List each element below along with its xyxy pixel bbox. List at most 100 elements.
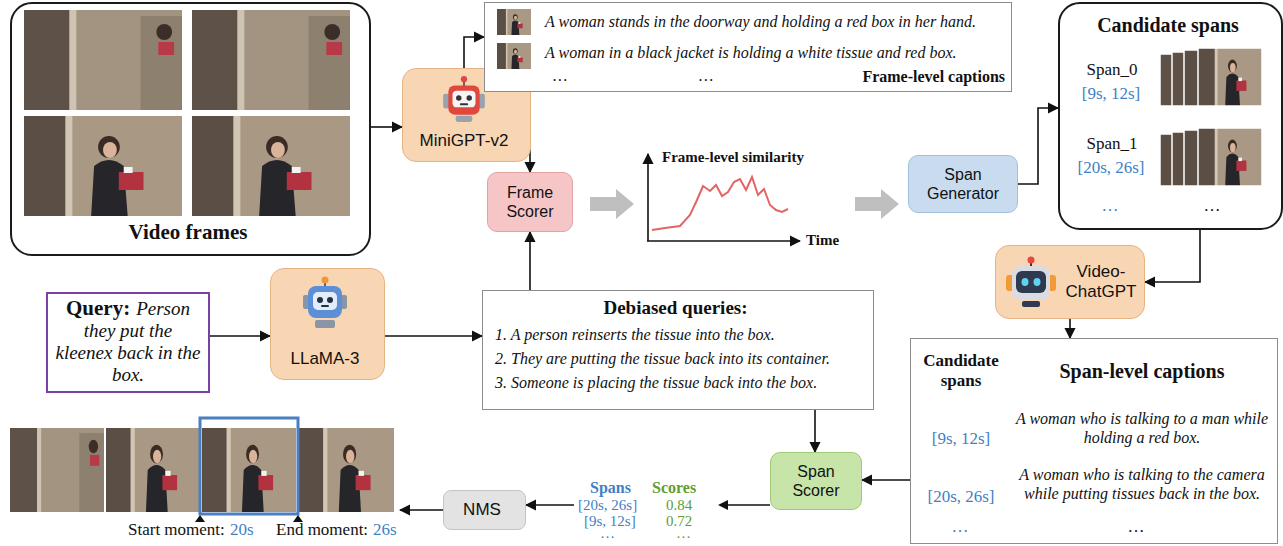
node-text: Span-level captions: [1011, 359, 1273, 383]
robot-icon-part: [1028, 257, 1035, 264]
robot-icon-part: [448, 85, 479, 114]
robot-icon-part: [460, 103, 468, 105]
node-text: MiniGPT-v2: [403, 131, 525, 151]
moment-label: End moment:: [276, 520, 368, 540]
node-text: [20s, 26s]: [1060, 158, 1162, 178]
caption-thumbnails-part: [497, 9, 531, 35]
score-value: …: [676, 524, 691, 542]
node-text: Candidate spans: [915, 351, 1007, 392]
moment-value: 20s: [230, 520, 254, 540]
node-text: A woman who is talking to a man while ho…: [1013, 409, 1271, 447]
node-text: 2. They are putting the tissue back into…: [495, 349, 863, 368]
flow-arrow-part: [590, 189, 634, 219]
process-box: Frame Scorer: [487, 172, 573, 232]
video-frames-picture: [22, 10, 356, 218]
robot-icon-part: [453, 91, 476, 108]
arrow-connector: [371, 126, 402, 128]
arrow-connector: [814, 410, 816, 452]
query-panel: Debiased queries:1. A person reinserts t…: [482, 290, 874, 410]
result-strip-part: [106, 428, 200, 512]
node-text: …: [1090, 196, 1130, 216]
model-box: LLaMA-3: [270, 268, 385, 380]
node-text: Span_1: [1068, 134, 1156, 154]
span-frame-stacks: [1160, 48, 1276, 198]
arrow-head-part: [718, 500, 728, 510]
node-text: Span Scorer: [776, 462, 856, 500]
column-header: Scores: [652, 478, 696, 497]
span-frame-stacks-part: [1160, 48, 1262, 106]
span-value: …: [600, 524, 615, 542]
robot-icon-part: [1022, 278, 1029, 286]
model-box: Video-ChatGPT: [995, 245, 1145, 319]
score-value: 0.84: [666, 496, 692, 514]
result-strip-part: [298, 428, 394, 512]
node-text: A woman who is talking to the camera whi…: [1013, 465, 1271, 503]
robot-icon: [300, 275, 350, 329]
robot-icon-part: [313, 292, 337, 310]
result-strip-part: [202, 428, 296, 512]
similarity-chart: [647, 154, 800, 241]
arrow-connector: [1018, 108, 1058, 184]
node-text: …: [935, 517, 985, 537]
node-text: Frame Scorer: [493, 183, 567, 221]
caption-panel: Candidate spansSpan-level captions [9s, 1…: [910, 338, 1278, 544]
caption-thumbnails-part: [497, 43, 531, 69]
result-strip: [10, 418, 443, 522]
robot-icon-part: [1012, 266, 1050, 300]
video-frames-picture-part: [24, 10, 182, 110]
node-text: …: [699, 66, 729, 85]
node-text: A woman stands in the doorway and holdin…: [545, 12, 1007, 31]
node-text: …: [1192, 196, 1232, 216]
robot-icon: [441, 75, 487, 123]
node-text: …: [553, 66, 583, 85]
moment-label: Start moment:: [128, 520, 225, 540]
robot-icon-part: [1016, 271, 1046, 293]
span-frame-stacks-part: [1160, 128, 1262, 186]
robot-icon-part: [456, 95, 461, 100]
axis-label: Frame-level similarity: [662, 148, 804, 166]
caption-thumbnails: [497, 9, 533, 73]
node-text: [20s, 26s]: [915, 487, 1007, 507]
node-text: Span Generator: [914, 165, 1012, 203]
arrow-connector: [385, 335, 482, 337]
robot-icon-part: [327, 297, 333, 303]
node-text: [9s, 12s]: [1060, 84, 1162, 104]
caption-panel: A woman stands in the doorway and holdin…: [484, 2, 1012, 92]
flow-arrow-part: [855, 189, 899, 219]
robot-icon-part: [1022, 301, 1040, 307]
video-frames-picture-part: [192, 10, 350, 110]
span-value: [20s, 26s]: [578, 496, 637, 514]
node-text: Debiased queries:: [483, 297, 868, 320]
robot-icon-part: [1034, 278, 1041, 286]
process-box: Span Scorer: [770, 452, 862, 510]
robot-icon-part: [317, 297, 323, 303]
flow-arrow: [590, 189, 899, 219]
arrow-connector: [210, 335, 270, 337]
robot-icon-part: [467, 95, 472, 100]
similarity-chart-part: [647, 154, 649, 241]
text-block: Query:Person they put the kleenex back i…: [54, 296, 202, 386]
span-panel: Candidate spansSpan_0[9s, 12s]Span_1[20s…: [1058, 2, 1283, 230]
node-text: Frame-level captions: [815, 67, 1005, 86]
node-text: …: [1111, 517, 1161, 537]
node-text: Video-ChatGPT: [1062, 262, 1140, 303]
similarity-chart-part: [647, 240, 800, 242]
similarity-chart-part: [652, 177, 788, 230]
node-text: 3. Someone is placing the tissue back in…: [495, 373, 863, 392]
result-strip-part: [10, 428, 104, 512]
process-box: Span Generator: [908, 155, 1018, 213]
video-frames-picture-part: [24, 116, 182, 216]
span-frame-stacks-part-part: [1198, 48, 1262, 106]
robot-icon-part: [308, 286, 342, 318]
span-frame-stacks-part-part: [1198, 48, 1262, 106]
query-heading: Query:: [66, 296, 130, 320]
span-frame-stacks-part-part: [1198, 128, 1262, 186]
node-text: [9s, 12s]: [915, 429, 1007, 449]
robot-icon-part: [321, 305, 329, 307]
robot-icon: [1004, 255, 1058, 309]
process-box: NMS: [443, 490, 526, 530]
robot-icon-part: [315, 320, 335, 328]
robot-icon-part: [461, 76, 467, 82]
node-text: LLaMA-3: [271, 349, 379, 369]
node-text: NMS: [444, 500, 520, 520]
